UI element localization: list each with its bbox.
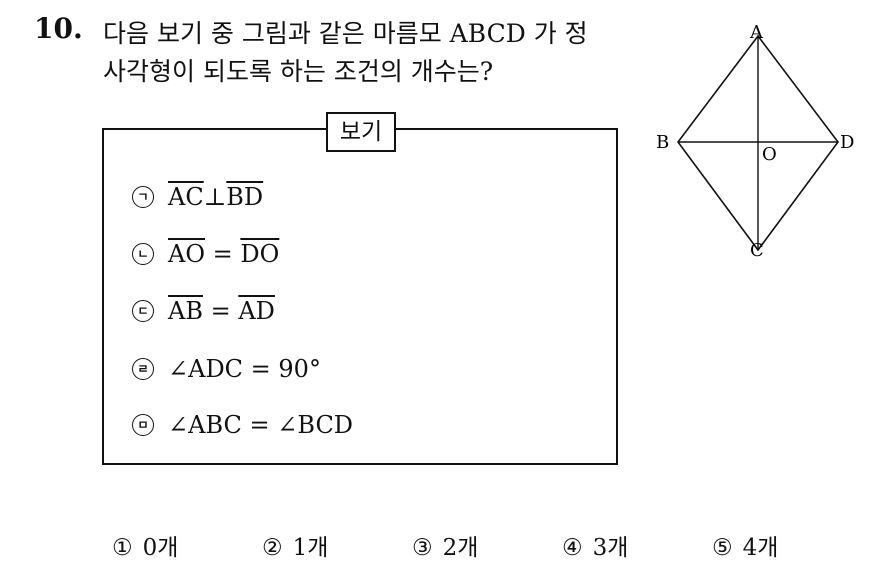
question-number: 10. xyxy=(34,12,83,45)
condition-item: ㄱ AC⊥BD xyxy=(132,183,263,211)
vertex-label-c: C xyxy=(750,240,764,260)
condition-item: ㄴ AO = DO xyxy=(132,240,279,268)
condition-box-title: 보기 xyxy=(326,112,396,152)
condition-marker: ㄹ xyxy=(132,358,154,380)
condition-text: AB = AD xyxy=(168,297,275,325)
condition-marker: ㄷ xyxy=(132,300,154,322)
condition-marker: ㄱ xyxy=(132,186,154,208)
condition-item: ㄹ ∠ADC = 90° xyxy=(132,355,321,383)
vertex-label-a: A xyxy=(749,22,764,43)
rhombus-figure: A B C D O xyxy=(656,22,854,260)
condition-item: ㅁ ∠ABC = ∠BCD xyxy=(132,411,353,439)
condition-marker: ㅁ xyxy=(132,414,154,436)
condition-text: AO = DO xyxy=(168,240,280,268)
condition-text: ∠ADC = 90° xyxy=(168,355,321,383)
vertex-label-d: D xyxy=(840,132,854,153)
condition-marker: ㄴ xyxy=(132,243,154,265)
vertex-label-b: B xyxy=(656,132,669,153)
condition-text: ∠ABC = ∠BCD xyxy=(168,411,354,439)
question-text-line2: 사각형이 되도록 하는 조건의 개수는? xyxy=(103,57,494,86)
center-label-o: O xyxy=(762,144,777,165)
question-text-line1: 다음 보기 중 그림과 같은 마름모 ABCD 가 정 xyxy=(103,19,588,48)
condition-text: AC⊥BD xyxy=(168,183,264,211)
condition-item: ㄷ AB = AD xyxy=(132,297,275,325)
